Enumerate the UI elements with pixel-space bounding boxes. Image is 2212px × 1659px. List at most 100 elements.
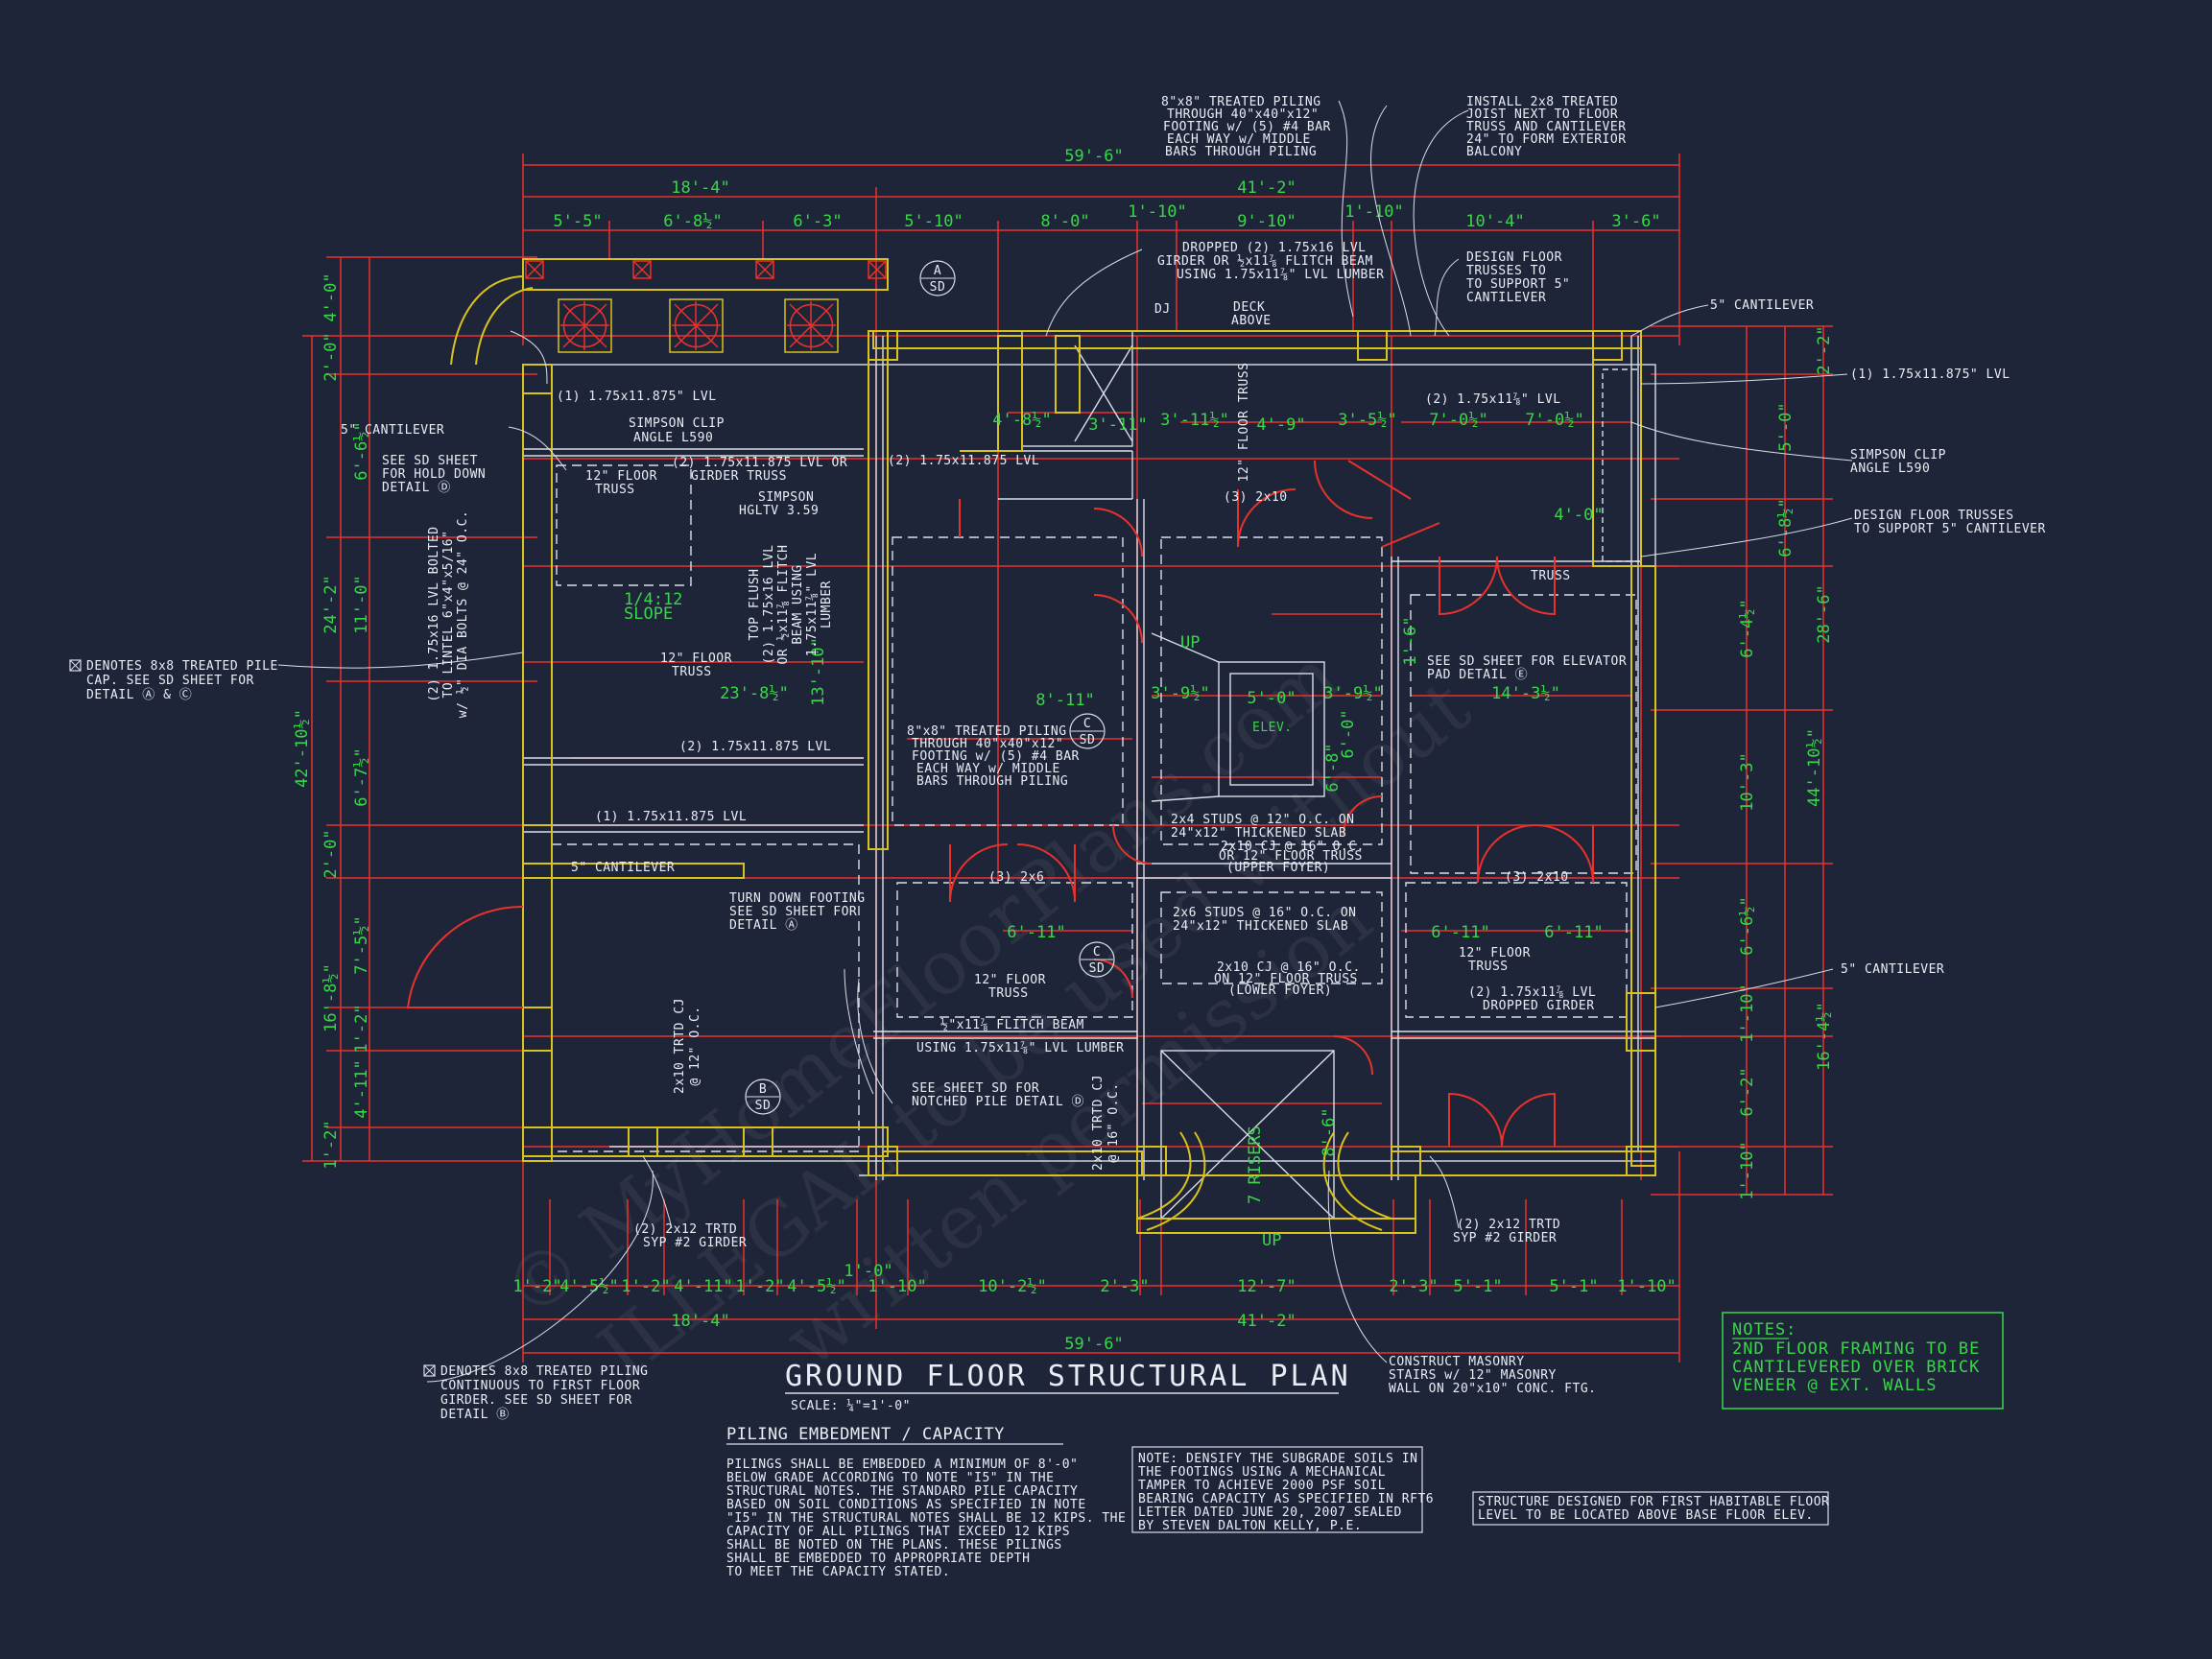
note-hold-down-line-3: DETAIL Ⓓ (382, 481, 451, 495)
bottom-detail-dim-9: 10'-2½" (978, 1277, 1047, 1296)
label-up-top: UP (1180, 633, 1200, 652)
note-pile-cap-line-2: CAP. SEE SD SHEET FOR (86, 674, 254, 688)
bottom-detail-dim-11: 12'-7" (1237, 1277, 1296, 1296)
label-lumber: LUMBER (820, 581, 834, 628)
note-lvl-bolted-line-2: TO LINTEL 6"x4"x5/16" (441, 531, 456, 699)
label-or-flitch: OR ½x11⅞ FLITCH (776, 545, 791, 665)
note-dropped-girder-line-2: GIRDER OR ½x11⅞ FLITCH BEAM (1157, 254, 1373, 269)
soil-note-line-6: BY STEVEN DALTON KELLY, P.E. (1138, 1519, 1362, 1533)
note-pile-cap-line-1: DENOTES 8x8 TREATED PILE (86, 659, 278, 674)
note-lvl-bolted-line-3: w/ ½" DIA BOLTS @ 24" O.C. (456, 510, 470, 719)
note-cantilever-right-low-line-1: 5" CANTILEVER (1841, 962, 1944, 977)
top-detail-dim-5: 8'-0" (1040, 212, 1089, 231)
label-lvl-1: 1.75x11⅞" LVL (805, 553, 820, 656)
label-cj-upper: 2x10 CJ @ 16" O.C. (1221, 840, 1365, 854)
bottom-sub-dim-1: 18'-4" (671, 1312, 729, 1331)
left-outer-dim-3: 24'-2" (321, 575, 341, 633)
note-piling-top-line-3: FOOTING w/ (5) #4 BAR (1163, 120, 1331, 134)
bottom-detail-dim-8: 1'-10" (868, 1277, 926, 1296)
note-masonry-stairs: CONSTRUCT MASONRY STAIRS w/ 12" MASONRY … (1389, 1355, 1596, 1396)
title-block: GROUND FLOOR STRUCTURAL PLAN SCALE: ¼"=1… (785, 1360, 1351, 1413)
interior-dim-17: 6'-11" (1431, 923, 1489, 942)
section-tag-c1-sheet: SD (1080, 733, 1096, 747)
label-beam-using: BEAM USING (791, 564, 805, 644)
label-see-sheet: SEE SHEET SD FOR (912, 1081, 1039, 1096)
label-truss-right: TRUSS (1531, 569, 1571, 583)
section-tag-c2: C SD (1079, 941, 1115, 978)
top-overall-dim: 59'-6" (1064, 147, 1123, 166)
soil-note-line-4: BEARING CAPACITY AS SPECIFIED IN RFT6 (1138, 1492, 1434, 1506)
label-dropped-lvl: (2) 1.75x11⅞ LVL (1468, 985, 1596, 1000)
note-treated-piling: DENOTES 8x8 TREATED PILING CONTINUOUS TO… (423, 1364, 648, 1422)
bottom-sub-dim-2: 41'-2" (1237, 1312, 1296, 1331)
note-design-trusses-right: DESIGN FLOOR TRUSSES TO SUPPORT 5" CANTI… (1854, 509, 2045, 536)
label-3-2x10: (3) 2x10 (1224, 490, 1288, 505)
top-sub-dim-2: 41'-2" (1237, 178, 1296, 198)
label-detail-a: DETAIL Ⓐ (729, 918, 798, 933)
note-balcony: INSTALL 2x8 TREATED JOIST NEXT TO FLOOR … (1466, 95, 1626, 159)
label-upper-foyer: (UPPER FOYER) (1226, 861, 1330, 875)
bottom-dimensions: 1'-2" 4'-5½" 1'-2" 4'-11" 1'-2" 4'-5½" 1… (512, 1262, 1676, 1354)
right-inner-dim-1: 5'-0" (1776, 402, 1796, 451)
soil-note-line-2: THE FOOTINGS USING A MECHANICAL (1138, 1465, 1386, 1480)
interior-dim-6: 7'-0½" (1429, 411, 1487, 430)
label-see-elev: SEE SD SHEET FOR ELEVATOR (1427, 654, 1627, 669)
label-3-2x10-right: (3) 2x10 (1505, 870, 1569, 885)
label-2x6-studs: 2x6 STUDS @ 16" O.C. ON (1173, 906, 1357, 920)
label-elev: ELEV. (1252, 721, 1293, 735)
interior-dim-19: 8'-6" (1320, 1107, 1339, 1156)
note-design-trusses-top-line-3: TO SUPPORT 5" (1466, 277, 1570, 292)
top-detail-dim-9: 10'-4" (1465, 212, 1524, 231)
bottom-detail-dim-7: 1'-0" (844, 1262, 892, 1281)
wall-outlines (450, 258, 1656, 1234)
bottom-detail-dim-5: 1'-2" (735, 1277, 784, 1296)
note-design-trusses-top-line-2: TRUSSES TO (1466, 264, 1546, 278)
plan-title: GROUND FLOOR STRUCTURAL PLAN (785, 1360, 1351, 1393)
label-piling-int-4: EACH WAY w/ MIDDLE (916, 762, 1060, 776)
label-piling-int-3: FOOTING w/ (5) #4 BAR (912, 749, 1080, 764)
label-cj-2: 2x10 TRTD CJ (1091, 1075, 1106, 1171)
top-sub-dim-1: 18'-4" (671, 178, 729, 198)
bottom-detail-dim-6: 4'-5½" (787, 1277, 845, 1296)
bottom-detail-dim-10: 2'-3" (1100, 1277, 1149, 1296)
note-simpson-right-line-1: SIMPSON CLIP (1850, 448, 1946, 462)
green-note-line-1: 2ND FLOOR FRAMING TO BE (1732, 1339, 1980, 1359)
label-pad-detail: PAD DETAIL Ⓔ (1427, 668, 1528, 682)
soil-note-line-5: LETTER DATED JUNE 20, 2007 SEALED (1138, 1505, 1402, 1520)
label-cantilever-left: 5" CANTILEVER (341, 423, 444, 438)
note-girder-right-line-2: SYP #2 GIRDER (1453, 1231, 1557, 1245)
piling-line-3: STRUCTURAL NOTES. THE STANDARD PILE CAPA… (726, 1484, 1078, 1499)
label-lvl-right-top: (2) 1.75x11⅞" LVL (1425, 392, 1561, 407)
piling-line-4: BASED ON SOIL CONDITIONS AS SPECIFIED IN… (726, 1498, 1086, 1512)
interior-dim-2: 3'-11" (1088, 415, 1147, 435)
label-angle-l590: ANGLE L590 (633, 431, 713, 445)
note-balcony-line-5: BALCONY (1466, 145, 1522, 159)
section-tag-b-sheet: SD (755, 1099, 772, 1113)
interior-dim-18: 6'-11" (1544, 923, 1603, 942)
label-flitch-left: ½"x11⅞ FLITCH BEAM (940, 1018, 1084, 1032)
left-inner-dim-5: 1'-2" (352, 1004, 371, 1053)
label-top-flush: TOP FLUSH (748, 569, 762, 641)
label-see-sd: SEE SD SHEET FOR (729, 905, 857, 919)
interior-dim-9: 23'-8½" (720, 684, 789, 703)
plan-scale: SCALE: ¼"=1'-0" (791, 1399, 911, 1413)
note-masonry-stairs-line-1: CONSTRUCT MASONRY (1389, 1355, 1525, 1369)
label-turn-down: TURN DOWN FOOTING (729, 891, 866, 906)
note-balcony-line-1: INSTALL 2x8 TREATED (1466, 95, 1618, 109)
left-outer-dim-5: 16'-8½" (321, 963, 341, 1032)
label-simpson: SIMPSON (758, 490, 814, 505)
section-tag-a-sheet: SD (930, 280, 946, 295)
label-above: ABOVE (1231, 314, 1272, 328)
right-inner-dim-8: 1'-10" (1738, 1141, 1757, 1199)
entry-stairs (1136, 1131, 1392, 1231)
piling-caps (522, 260, 1656, 1176)
top-detail-dim-7: 9'-10" (1237, 212, 1296, 231)
label-12-floor-2: 12" FLOOR (660, 652, 732, 666)
interior-dim-20: 6'-0" (1339, 709, 1358, 758)
left-outer-dim-1: 4'-0" (321, 273, 341, 321)
section-tag-a-letter: A (934, 264, 941, 278)
right-inner-dim-4: 10'-3" (1738, 752, 1757, 811)
piling-line-2: BELOW GRADE ACCORDING TO NOTE "I5" IN TH… (726, 1471, 1054, 1485)
interior-dim-13: 5'-0" (1247, 689, 1296, 708)
